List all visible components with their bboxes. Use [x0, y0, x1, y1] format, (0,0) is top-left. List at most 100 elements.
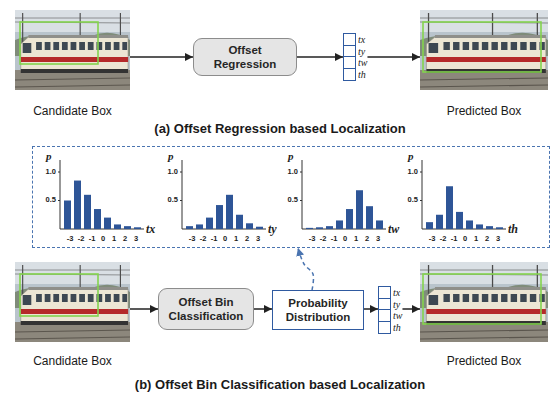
axis-tick: [58, 172, 60, 173]
chart-graphic: [420, 160, 506, 229]
probability-bar: [216, 205, 223, 229]
tick-label: 0: [457, 234, 473, 243]
axis-title: p: [168, 150, 174, 162]
tick-label: -3: [184, 234, 200, 243]
output-box: Probability Distribution: [272, 290, 364, 330]
image-panel: Predicted Box: [420, 262, 548, 368]
tick-label: 2: [479, 234, 495, 243]
tick-label: 0: [95, 234, 111, 243]
tick-label: 0.5: [156, 195, 178, 204]
probability-bar: [486, 226, 493, 229]
chart-graphic: [58, 160, 144, 229]
tick-label: 1.0: [156, 167, 178, 176]
y-axis: [60, 160, 61, 229]
tick-label: 1.0: [276, 167, 298, 176]
train-photo: [420, 10, 548, 90]
tick-label: 0: [217, 234, 233, 243]
y-axis: [302, 160, 303, 229]
probability-bar: [104, 218, 111, 229]
candidate-bbox: [20, 22, 98, 64]
vector-cell: [343, 68, 356, 81]
offset-symbol: ty: [358, 45, 365, 58]
box-label: Offset Regression: [200, 43, 290, 72]
vector-row: th: [343, 68, 367, 81]
axis-title: tw: [388, 222, 399, 236]
bar-chart: p1.00.5-3-2-10123th: [396, 150, 524, 246]
flow-arrow: [364, 308, 378, 310]
axis-title: th: [508, 222, 518, 236]
axis-tick: [58, 200, 60, 201]
probability-bar: [336, 220, 343, 229]
probability-bar: [226, 195, 233, 229]
axis-tick: [180, 200, 182, 201]
tick-label: -1: [206, 234, 222, 243]
probability-bar: [196, 224, 203, 229]
tick-label: 2: [117, 234, 133, 243]
probability-bar: [446, 186, 453, 229]
probability-bar: [236, 215, 243, 229]
flow-arrow: [130, 56, 193, 58]
axis-tick: [300, 200, 302, 201]
offset-symbol: tw: [393, 309, 402, 322]
predicted-bbox: [423, 22, 541, 72]
axis-tick: [420, 172, 422, 173]
probability-bar: [306, 228, 313, 229]
image-caption: Candidate Box: [33, 354, 112, 368]
train-photo: [15, 262, 130, 342]
figure-caption: (a) Offset Regression based Localization: [10, 121, 550, 137]
probability-bar: [74, 181, 81, 229]
predicted-bbox: [423, 274, 541, 324]
image-caption: Candidate Box: [33, 104, 112, 118]
image-caption: Predicted Box: [447, 354, 522, 368]
tick-label: -2: [315, 234, 331, 243]
tick-label: -2: [435, 234, 451, 243]
probability-bar: [84, 195, 91, 229]
tick-label: 2: [359, 234, 375, 243]
tick-label: 1: [228, 234, 244, 243]
chart-graphic: [300, 160, 386, 229]
axis-tick: [300, 172, 302, 173]
offset-symbol: ty: [393, 298, 400, 311]
candidate-bbox: [20, 274, 98, 316]
offset-symbol: th: [358, 68, 366, 81]
chart-graphic: [180, 160, 266, 229]
tick-label: 2: [239, 234, 255, 243]
offset-vector: txtytwth: [378, 286, 402, 334]
tick-label: -3: [424, 234, 440, 243]
tick-label: 1: [106, 234, 122, 243]
tick-label: 3: [490, 234, 506, 243]
probability-bar: [426, 222, 433, 229]
axis-title: p: [408, 150, 414, 162]
offset-symbol: tx: [393, 286, 400, 299]
probability-bar: [326, 226, 333, 229]
probability-bar: [114, 224, 121, 229]
probability-bar: [64, 201, 71, 230]
probability-bar: [496, 227, 503, 229]
tick-label: -2: [195, 234, 211, 243]
probability-bar: [206, 218, 213, 229]
flow-arrow: [254, 308, 272, 310]
axis-title: p: [46, 150, 52, 162]
offset-symbol: tx: [358, 33, 365, 46]
train-photo: [420, 262, 548, 342]
x-axis: [182, 229, 266, 230]
tick-label: 3: [250, 234, 266, 243]
dashed-arrow: [298, 248, 313, 290]
probability-bar: [476, 224, 483, 229]
vector-cell: [378, 321, 391, 334]
tick-label: 1.0: [34, 167, 56, 176]
tick-label: -3: [304, 234, 320, 243]
tick-label: -3: [62, 234, 78, 243]
distribution-panel: p1.00.5-3-2-10123txp1.00.5-3-2-10123typ1…: [32, 146, 550, 248]
probability-bar: [456, 212, 463, 229]
probability-bar: [94, 209, 101, 229]
axis-tick: [420, 200, 422, 201]
tick-label: 1.0: [396, 167, 418, 176]
probability-bar: [376, 220, 383, 229]
image-caption: Predicted Box: [447, 104, 522, 118]
tick-label: 0: [337, 234, 353, 243]
axis-tick: [180, 172, 182, 173]
process-box: Offset Regression: [193, 38, 297, 76]
probability-bar: [356, 190, 363, 229]
image-panel: Candidate Box: [15, 10, 130, 118]
